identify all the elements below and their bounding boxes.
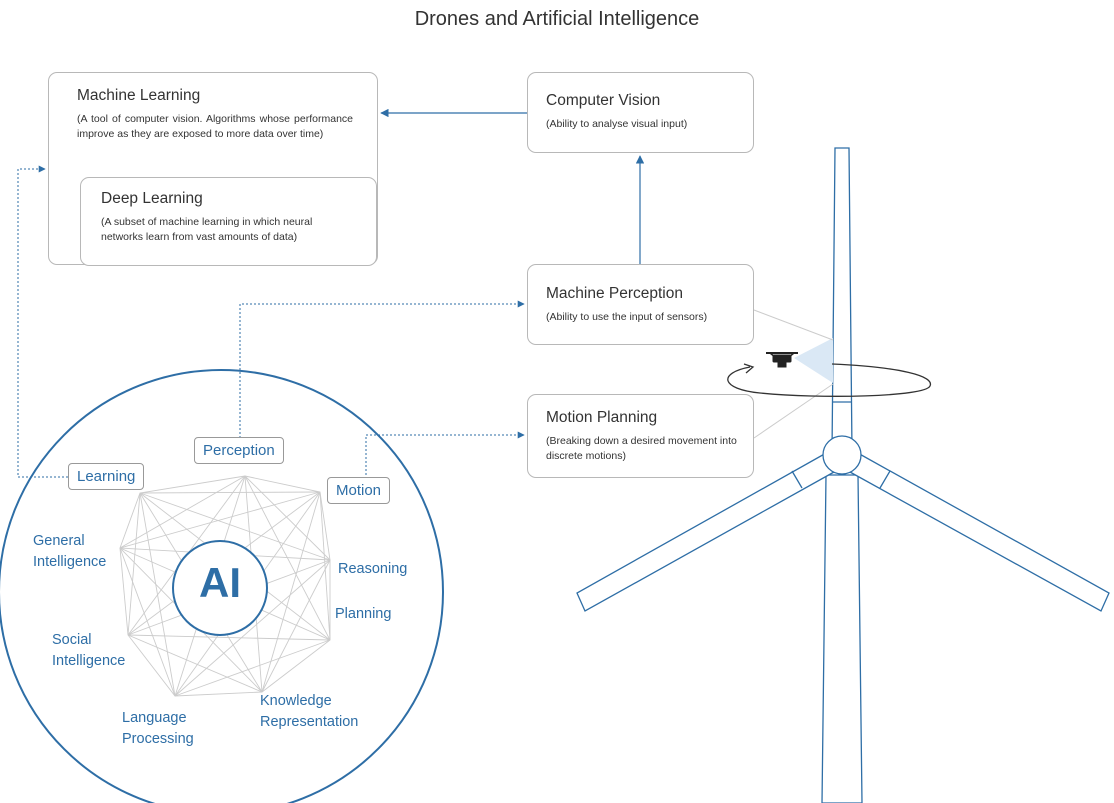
category-knowledge-line2: Representation <box>260 714 359 730</box>
category-general-intelligence: General Intelligence <box>33 531 106 573</box>
category-language-processing: Language Processing <box>122 708 194 750</box>
deep-learning-title: Deep Learning <box>101 190 203 207</box>
dotted-connector-motion <box>365 431 525 475</box>
category-reasoning: Reasoning <box>338 561 408 577</box>
turbine-tower <box>821 474 863 803</box>
category-knowledge-representation: Knowledge Representation <box>260 691 358 733</box>
category-language-line1: Language <box>122 710 187 726</box>
category-knowledge-line1: Knowledge <box>260 693 332 709</box>
ai-center-label: AI <box>199 559 241 606</box>
machine-learning-description: (A tool of computer vision. Algorithms w… <box>77 113 353 140</box>
category-social-line1: Social <box>52 632 92 648</box>
motion-planning-description: (Breaking down a desired movement into d… <box>546 435 737 462</box>
machine-perception-box: Machine Perception (Ability to use the i… <box>527 264 754 345</box>
drone-icon <box>766 352 798 368</box>
turbine-hub <box>822 435 862 475</box>
machine-perception-description: (Ability to use the input of sensors) <box>546 311 708 323</box>
diagram-title: Drones and Artificial Intelligence <box>414 8 700 30</box>
drone-orbit-path <box>727 363 932 397</box>
category-social-intelligence: Social Intelligence <box>52 630 125 672</box>
motion-planning-box: Motion Planning (Breaking down a desired… <box>527 394 754 478</box>
machine-perception-title: Machine Perception <box>546 285 683 302</box>
ai-core-circle <box>172 540 268 636</box>
turbine-blade-right <box>849 451 1110 612</box>
tag-learning: Learning <box>68 463 145 490</box>
orbit-arrow-icon <box>743 363 755 374</box>
computer-vision-box: Computer Vision (Ability to analyse visu… <box>527 72 754 153</box>
motion-planning-title: Motion Planning <box>546 409 658 426</box>
tag-motion: Motion <box>327 477 391 504</box>
sensor-line-upper <box>753 309 834 341</box>
dotted-connector-perception <box>239 300 525 438</box>
computer-vision-description: (Ability to analyse visual input) <box>546 118 688 130</box>
tag-perception: Perception <box>194 437 284 464</box>
dotted-connector-learning <box>17 165 68 478</box>
turbine-blade-up <box>831 147 853 453</box>
wind-turbine-illustration <box>576 147 1110 803</box>
deep-learning-box: Deep Learning (A subset of machine learn… <box>80 177 377 266</box>
category-language-line2: Processing <box>122 731 194 747</box>
deep-learning-description: (A subset of machine learning in which n… <box>101 216 313 243</box>
category-general-line2: Intelligence <box>33 554 107 570</box>
sensor-cone <box>794 338 833 383</box>
category-general-line1: General <box>33 533 85 549</box>
category-planning: Planning <box>335 606 392 622</box>
machine-learning-title: Machine Learning <box>77 87 201 104</box>
computer-vision-title: Computer Vision <box>546 92 661 109</box>
sensor-line-lower <box>753 383 834 439</box>
category-social-line2: Intelligence <box>52 653 126 669</box>
